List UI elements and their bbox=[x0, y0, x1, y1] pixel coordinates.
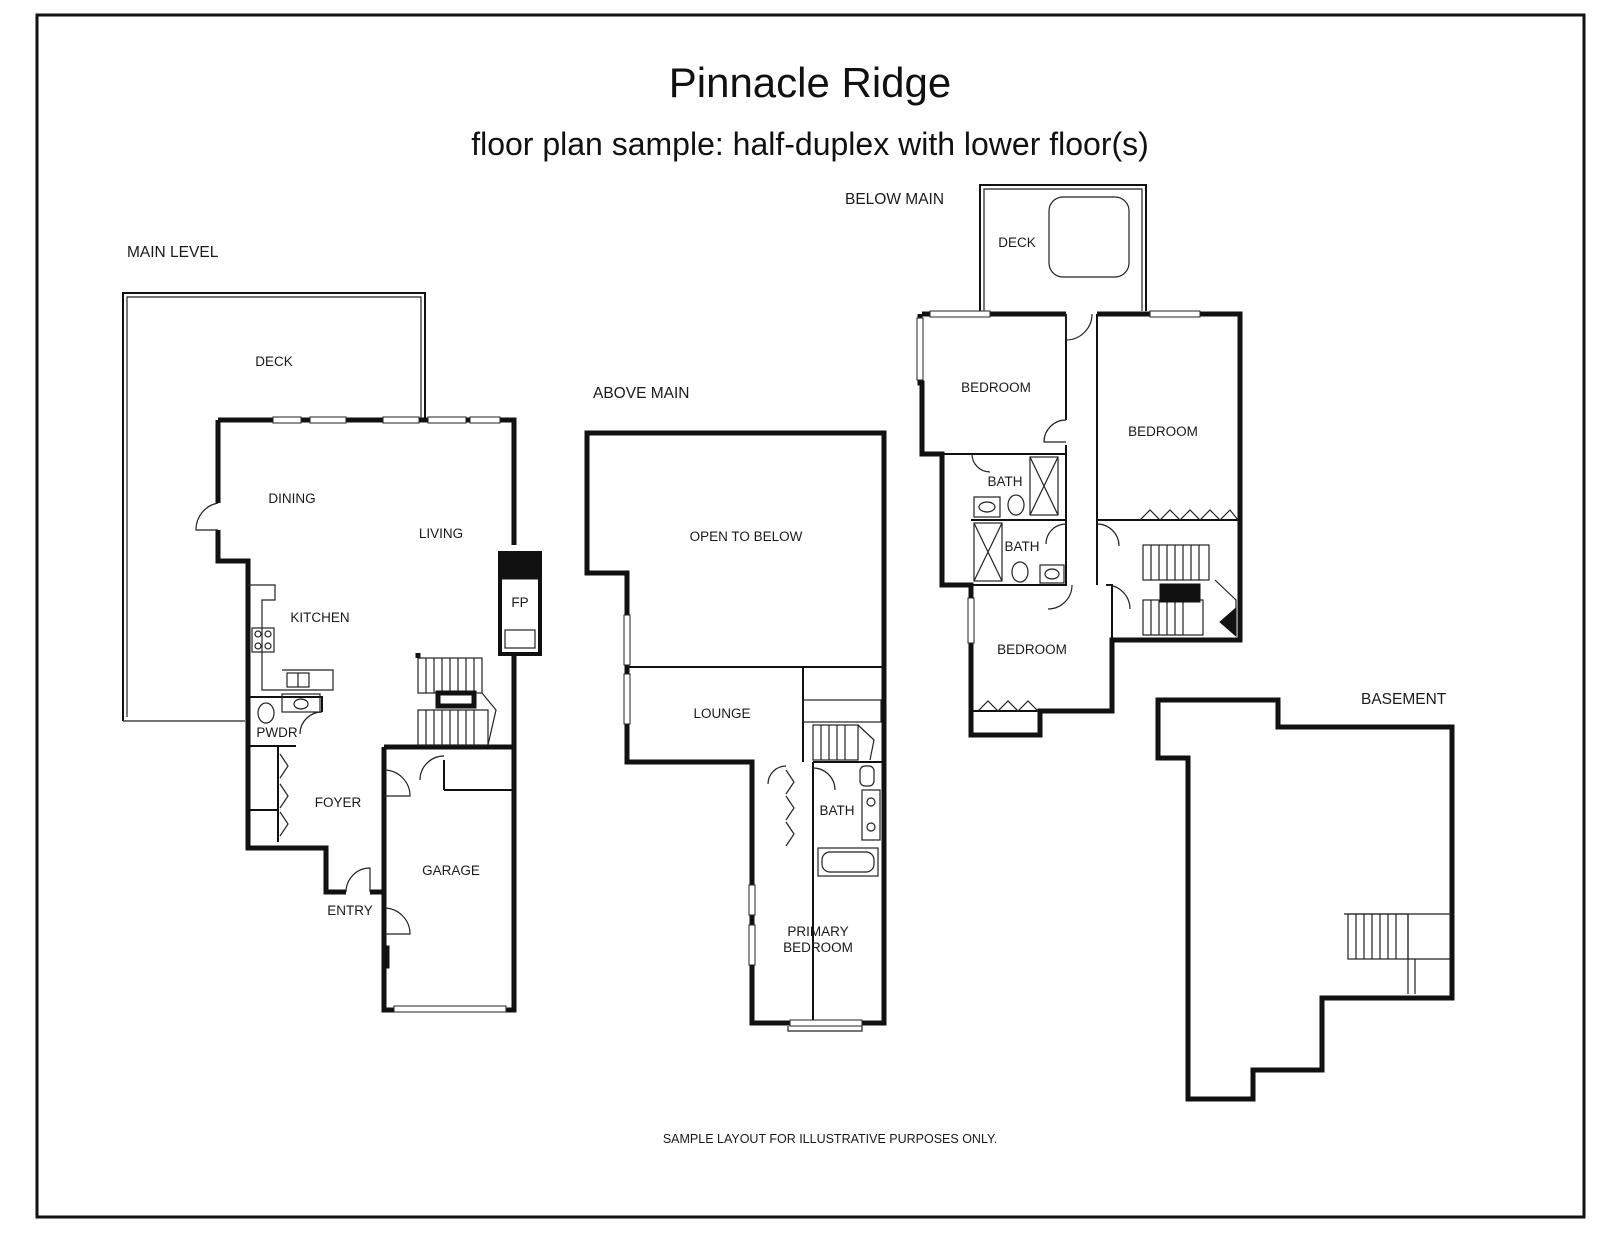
living-label: LIVING bbox=[419, 526, 463, 541]
powder-label: PWDR bbox=[256, 725, 297, 740]
main-deck-outline bbox=[122, 292, 426, 721]
bedroom-sw-label: BEDROOM bbox=[997, 642, 1067, 657]
page-frame bbox=[35, 13, 1586, 1219]
main-deck-label: DECK bbox=[255, 354, 293, 369]
main-level-plan: MAIN LEVEL bbox=[122, 244, 542, 1013]
basement-stairs bbox=[1344, 913, 1452, 994]
plan-subtitle: floor plan sample: half-duplex with lowe… bbox=[471, 126, 1149, 162]
dining-label: DINING bbox=[268, 491, 315, 506]
entry-label: ENTRY bbox=[327, 903, 373, 918]
main-stairs bbox=[417, 657, 497, 746]
primary-bedroom-label-2: BEDROOM bbox=[783, 940, 853, 955]
basement-exterior-wall bbox=[1155, 697, 1455, 1102]
fireplace-label: FP bbox=[511, 595, 528, 610]
bath-1-label: BATH bbox=[987, 474, 1022, 489]
main-level-label: MAIN LEVEL bbox=[127, 244, 219, 261]
bath-2-label: BATH bbox=[1004, 539, 1039, 554]
above-stairs bbox=[802, 699, 882, 761]
above-bath-label: BATH bbox=[819, 803, 854, 818]
below-deck-label: DECK bbox=[998, 235, 1036, 250]
lounge-label: LOUNGE bbox=[693, 706, 750, 721]
disclaimer-footer: SAMPLE LAYOUT FOR ILLUSTRATIVE PURPOSES … bbox=[663, 1132, 997, 1146]
below-main-plan: BELOW MAIN bbox=[845, 184, 1243, 738]
garage-label: GARAGE bbox=[422, 863, 480, 878]
basement-label: BASEMENT bbox=[1361, 691, 1447, 708]
below-bath-fixtures bbox=[973, 456, 1065, 584]
below-main-label: BELOW MAIN bbox=[845, 191, 944, 208]
above-bath-fixtures bbox=[817, 765, 881, 877]
above-exterior-wall bbox=[584, 430, 887, 1026]
bedroom-nw-label: BEDROOM bbox=[961, 380, 1031, 395]
hot-tub bbox=[1048, 196, 1130, 278]
kitchen-counters bbox=[248, 584, 334, 691]
above-main-plan: ABOVE MAIN OPEN bbox=[584, 385, 887, 1032]
primary-bedroom-label-1: PRIMARY bbox=[787, 924, 848, 939]
below-exterior-wall bbox=[917, 311, 1243, 738]
above-main-label: ABOVE MAIN bbox=[593, 385, 689, 402]
below-deck-outline bbox=[979, 184, 1147, 311]
kitchen-label: KITCHEN bbox=[290, 610, 349, 625]
foyer-label: FOYER bbox=[315, 795, 362, 810]
bedroom-e-label: BEDROOM bbox=[1128, 424, 1198, 439]
main-exterior-wall bbox=[215, 417, 517, 1013]
basement-plan: BASEMENT bbox=[1155, 691, 1455, 1102]
open-to-below-label: OPEN TO BELOW bbox=[690, 529, 803, 544]
plan-title: Pinnacle Ridge bbox=[669, 59, 952, 106]
